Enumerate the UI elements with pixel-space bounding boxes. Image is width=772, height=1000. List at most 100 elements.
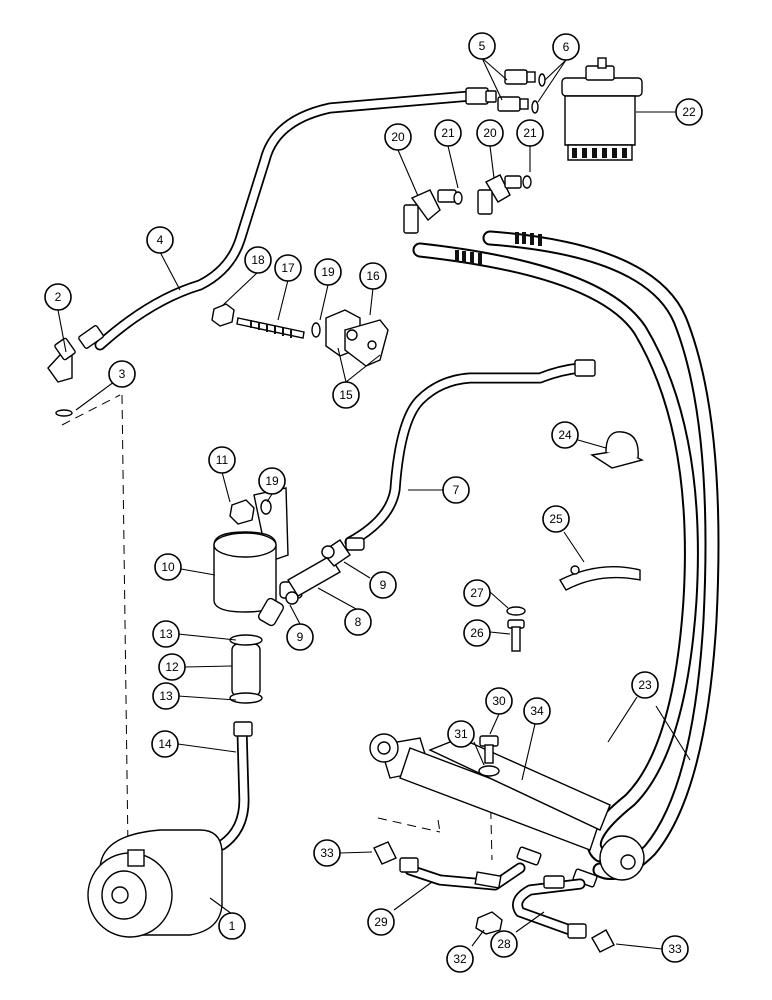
adapter-fittings — [497, 69, 546, 114]
callout-33b: 33 — [661, 935, 689, 963]
filter-assembly — [213, 487, 303, 627]
svg-text:2: 2 — [55, 290, 62, 304]
callout-30: 30 — [485, 687, 513, 715]
elbow-fittings-20 — [403, 174, 522, 234]
callout-26: 26 — [463, 619, 491, 647]
callout-34: 34 — [523, 697, 551, 725]
callout-21b: 21 — [516, 119, 544, 147]
callout-33a: 33 — [313, 839, 341, 867]
callout-10: 10 — [154, 553, 182, 581]
washer-27 — [506, 606, 526, 616]
bolt-30 — [479, 735, 499, 764]
svg-text:13: 13 — [159, 627, 173, 641]
leader-lines — [57, 57, 691, 950]
return-tube — [344, 359, 596, 548]
callout-32: 32 — [446, 945, 474, 973]
callout-29: 29 — [367, 908, 395, 936]
svg-text:5: 5 — [479, 39, 486, 53]
callout-20a: 20 — [384, 123, 412, 151]
callout-24: 24 — [551, 421, 579, 449]
svg-text:8: 8 — [355, 615, 362, 629]
svg-text:28: 28 — [497, 937, 511, 951]
svg-text:17: 17 — [281, 261, 295, 275]
svg-text:10: 10 — [161, 560, 175, 574]
callout-14: 14 — [151, 730, 179, 758]
bolt-26 — [507, 619, 525, 652]
svg-text:30: 30 — [492, 694, 506, 708]
svg-text:14: 14 — [158, 737, 172, 751]
callout-20b: 20 — [476, 119, 504, 147]
svg-text:22: 22 — [682, 105, 696, 119]
svg-text:4: 4 — [157, 233, 164, 247]
svg-text:20: 20 — [483, 126, 497, 140]
filter-hose — [285, 537, 365, 605]
svg-text:24: 24 — [558, 428, 572, 442]
svg-text:13: 13 — [159, 689, 173, 703]
svg-text:11: 11 — [216, 453, 229, 467]
o-ring-washer — [55, 409, 73, 417]
callout-23: 23 — [631, 671, 659, 699]
alignment-lines — [61, 394, 493, 861]
svg-text:32: 32 — [453, 952, 467, 966]
clamp-assembly — [211, 303, 389, 367]
callout-22: 22 — [675, 98, 703, 126]
svg-text:9: 9 — [297, 630, 304, 644]
svg-text:26: 26 — [470, 626, 484, 640]
callout-3: 3 — [108, 360, 136, 388]
callout-5: 5 — [468, 32, 496, 60]
callout-16: 16 — [359, 262, 387, 290]
callout-12: 12 — [158, 653, 186, 681]
svg-text:34: 34 — [530, 704, 544, 718]
svg-text:31: 31 — [454, 727, 468, 741]
hose-clip — [559, 565, 641, 591]
washer-31 — [478, 765, 500, 777]
svg-text:9: 9 — [380, 578, 387, 592]
callout-21a: 21 — [434, 119, 462, 147]
callout-28: 28 — [490, 930, 518, 958]
svg-text:23: 23 — [638, 678, 652, 692]
washer-21b — [522, 175, 532, 189]
svg-text:25: 25 — [549, 512, 563, 526]
callout-9a: 9 — [369, 571, 397, 599]
callout-6: 6 — [552, 33, 580, 61]
callout-11: 11 — [208, 446, 236, 474]
svg-text:3: 3 — [119, 367, 126, 381]
svg-text:21: 21 — [523, 126, 537, 140]
washer-21a — [453, 191, 463, 205]
steering-hoses — [412, 230, 720, 880]
hose-bracket — [590, 431, 644, 469]
svg-text:27: 27 — [470, 586, 484, 600]
svg-text:18: 18 — [251, 253, 265, 267]
pump-hose — [229, 634, 263, 704]
svg-text:7: 7 — [453, 483, 460, 497]
svg-text:33: 33 — [668, 942, 682, 956]
callout-15: 15 — [332, 381, 360, 409]
callout-27: 27 — [463, 579, 491, 607]
svg-text:29: 29 — [374, 915, 388, 929]
svg-text:15: 15 — [339, 388, 353, 402]
callout-13b: 13 — [152, 682, 180, 710]
pressure-tube — [94, 87, 497, 351]
callout-31: 31 — [447, 720, 475, 748]
svg-text:21: 21 — [441, 126, 455, 140]
svg-text:33: 33 — [320, 846, 334, 860]
callout-4: 4 — [146, 226, 174, 254]
svg-text:20: 20 — [391, 130, 405, 144]
svg-text:19: 19 — [265, 474, 279, 488]
svg-text:1: 1 — [229, 919, 236, 933]
callout-1: 1 — [218, 912, 246, 940]
suction-tube — [216, 721, 253, 851]
steering-control-unit — [561, 57, 643, 161]
callout-19b: 19 — [258, 467, 286, 495]
callout-8: 8 — [344, 608, 372, 636]
svg-text:6: 6 — [563, 40, 570, 54]
callout-2: 2 — [44, 283, 72, 311]
callout-9b: 9 — [286, 623, 314, 651]
svg-text:16: 16 — [366, 269, 380, 283]
callout-13a: 13 — [152, 620, 180, 648]
cylinder-tubes — [373, 841, 615, 953]
callout-17: 17 — [274, 254, 302, 282]
svg-text:19: 19 — [321, 265, 335, 279]
callout-18: 18 — [244, 246, 272, 274]
